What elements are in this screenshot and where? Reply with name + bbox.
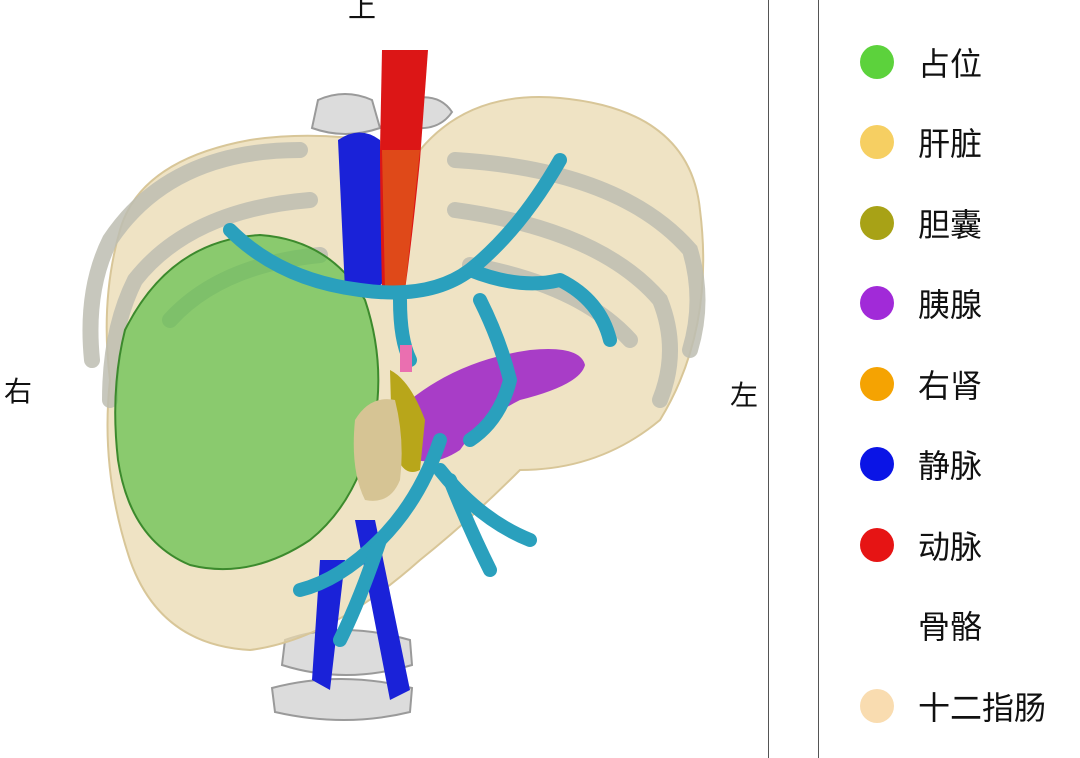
legend-label: 胆囊: [918, 206, 983, 244]
aorta-orange: [382, 150, 420, 290]
legend-item[interactable]: 右肾: [860, 364, 983, 405]
legend-item[interactable]: 占位: [860, 42, 983, 83]
duodenum: [353, 399, 402, 501]
direction-top-label: 上: [348, 0, 377, 24]
legend-swatch: [860, 689, 894, 723]
legend-swatch: [860, 447, 894, 481]
tumor-mass: [114, 233, 380, 571]
legend-panel: 占位 肝脏 胆囊 胰腺 右肾 静脉 动脉 骨骼 十二指肠: [820, 0, 1080, 758]
legend-label: 静脉: [918, 447, 983, 485]
legend-label: 肝脏: [918, 125, 983, 163]
legend-label: 占位: [918, 45, 983, 83]
legend-label: 胰腺: [918, 286, 983, 324]
legend-swatch: [860, 45, 894, 79]
legend-swatch: [860, 125, 894, 159]
panel-divider-left: [768, 0, 769, 758]
small-pink-vessel: [400, 345, 412, 372]
direction-right-label: 右: [4, 375, 33, 408]
legend-swatch: [860, 286, 894, 320]
legend-item[interactable]: 十二指肠: [860, 686, 1047, 727]
legend-item[interactable]: 动脉: [860, 525, 983, 566]
legend-item[interactable]: 骨骼: [860, 605, 983, 646]
vein-ivc: [338, 132, 385, 294]
anatomy-render: [82, 50, 706, 721]
legend-swatch: [860, 608, 894, 642]
legend-label: 动脉: [918, 528, 983, 566]
legend-swatch: [860, 528, 894, 562]
legend-swatch: [860, 206, 894, 240]
legend-item[interactable]: 胰腺: [860, 283, 983, 324]
legend-swatch: [860, 367, 894, 401]
legend-label: 右肾: [918, 367, 983, 405]
ribs: [82, 142, 706, 408]
direction-left-label: 左: [730, 379, 759, 412]
legend-item[interactable]: 肝脏: [860, 122, 983, 163]
legend-item[interactable]: 静脉: [860, 444, 983, 485]
3d-anatomy-viewport[interactable]: 上 右 左: [0, 0, 768, 758]
panel-divider-right: [818, 0, 819, 758]
legend-label: 骨骼: [918, 608, 983, 646]
vein-lower: [312, 520, 410, 700]
legend-label: 十二指肠: [918, 689, 1047, 727]
legend-item[interactable]: 胆囊: [860, 203, 983, 244]
